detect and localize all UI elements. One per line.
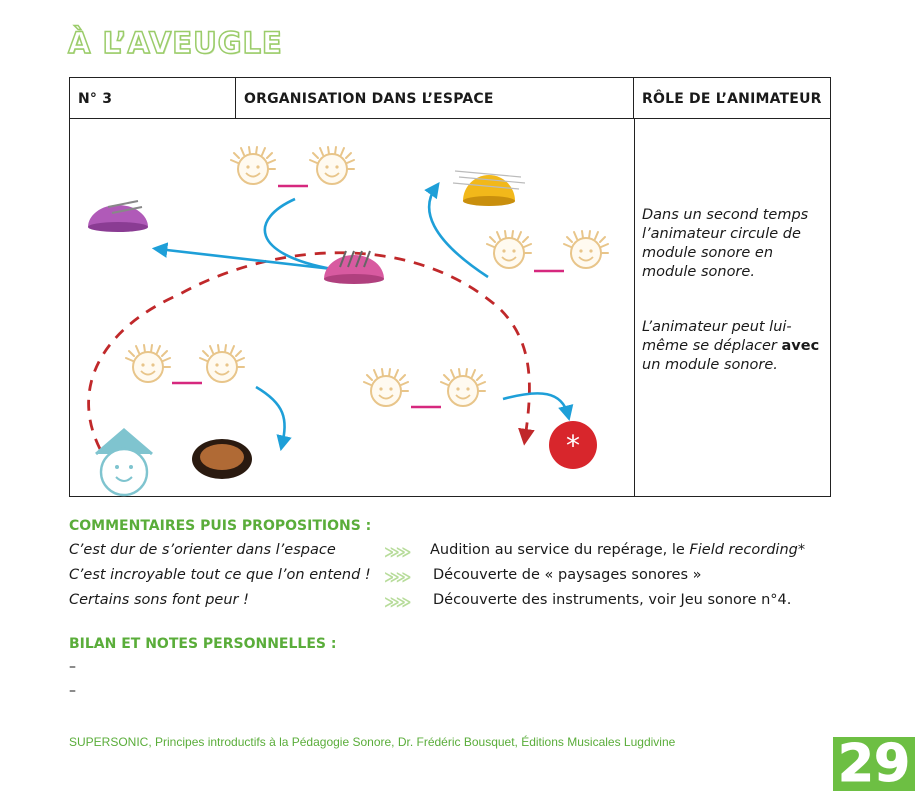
pair-top	[230, 146, 355, 188]
comment-answer: Découverte de « paysages sonores »	[433, 567, 702, 583]
space-organisation-diagram: *	[87, 146, 609, 497]
comment-row: C’est dur de s’orienter dans l’espace ≫≫…	[69, 542, 849, 564]
pink-dome	[324, 250, 384, 284]
arrow-to-red	[502, 392, 574, 422]
bilan-line: –	[69, 659, 76, 675]
arrow-to-bowl	[255, 385, 292, 452]
header-organisation: ORGANISATION DANS L’ESPACE	[236, 78, 634, 119]
page-number: 29	[833, 737, 915, 792]
svg-text:*: *	[566, 429, 580, 462]
footer-credit: SUPERSONIC, Principes introductifs à la …	[69, 735, 676, 749]
bilan-title: BILAN ET NOTES PERSONNELLES :	[69, 636, 337, 652]
pair-left	[125, 344, 245, 385]
bilan-line: –	[69, 683, 76, 699]
double-arrow-icon: ≫≫	[384, 568, 411, 586]
double-arrow-icon: ≫≫	[384, 543, 411, 561]
header-role: RÔLE DE L’ANIMATEUR	[634, 78, 831, 119]
game-table: N° 3 ORGANISATION DANS L’ESPACE RÔLE DE …	[69, 77, 831, 497]
arrow-to-purple	[151, 242, 333, 271]
yellow-dome	[452, 170, 526, 206]
arrow-to-pink	[263, 197, 333, 271]
role-paragraph-1: Dans un second temps l’animateur circule…	[642, 207, 809, 280]
comment-answer: Découverte des instruments, voir Jeu son…	[433, 592, 792, 608]
role-description: Dans un second temps l’animateur circule…	[642, 206, 828, 411]
pair-bottom	[363, 368, 486, 409]
comment-question: Certains sons font peur !	[69, 592, 249, 608]
header-number: N° 3	[70, 78, 236, 119]
red-dome: *	[549, 421, 597, 469]
comment-answer: Audition au service du repérage, le Fiel…	[430, 542, 806, 558]
bronze-bowl	[192, 439, 252, 479]
house-icon	[95, 428, 153, 497]
double-arrow-icon: ≫≫	[384, 593, 411, 611]
page-title: À L’AVEUGLE	[67, 25, 283, 61]
pair-right	[486, 230, 609, 273]
comments-title: COMMENTAIRES PUIS PROPOSITIONS :	[69, 518, 372, 534]
arrow-to-yellow	[424, 181, 489, 279]
comment-row: Certains sons font peur ! ≫≫ Découverte …	[69, 592, 849, 614]
comment-row: C’est incroyable tout ce que l’on entend…	[69, 567, 849, 589]
dashed-route	[87, 251, 535, 450]
column-divider	[634, 119, 635, 497]
comment-question: C’est incroyable tout ce que l’on entend…	[69, 567, 371, 583]
purple-dome	[88, 200, 148, 232]
role-paragraph-2: L’animateur peut lui-même se déplacer av…	[642, 319, 820, 373]
comment-question: C’est dur de s’orienter dans l’espace	[69, 542, 336, 558]
